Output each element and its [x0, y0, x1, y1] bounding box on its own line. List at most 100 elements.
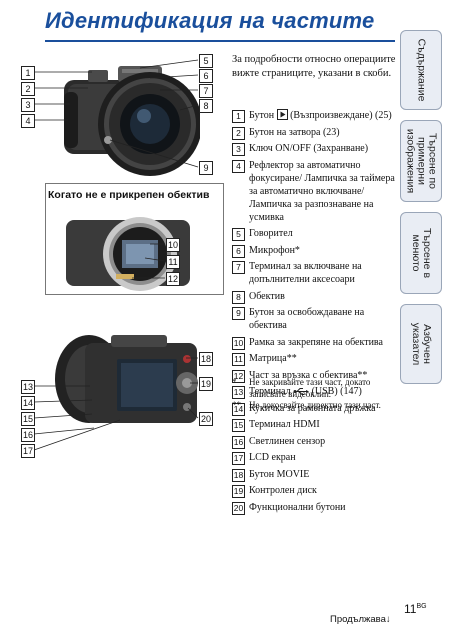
list-item: 14 Кукичка за раменната дръжка: [232, 402, 402, 416]
item-number: 6: [232, 244, 245, 258]
callout-9: 9: [199, 161, 213, 175]
item-text: Терминал HDMI: [249, 419, 320, 430]
callout-10: 10: [166, 238, 180, 252]
list-item: 4 Рефлектор за автоматично фокусиране/ Ла…: [232, 159, 402, 224]
usb-icon: [293, 388, 310, 395]
callout-2: 2: [21, 82, 35, 96]
item-number: 19: [232, 485, 245, 498]
list-item: 7 Терминал за включване на допълнителни а…: [232, 260, 402, 286]
item-text: Бутон за освобождаване на обектива: [249, 307, 365, 331]
callout-3: 3: [21, 98, 35, 112]
item-text: Микрофон*: [249, 244, 300, 256]
callout-8: 8: [199, 99, 213, 113]
footnotes: * Не закривайте тази част, докато записва…: [232, 377, 402, 412]
callout-19: 19: [199, 377, 213, 391]
item-text: Бутон: [249, 110, 275, 121]
item-text: Контролен диск: [249, 485, 317, 496]
footnote-text: Не закривайте тази част, докато записват…: [249, 377, 371, 399]
item-text: Кукичка за раменната дръжка: [249, 402, 376, 414]
footnote-text: Не докосвайте директно тази част.: [249, 400, 381, 410]
item-number: 3: [232, 143, 245, 156]
item-number: 18: [232, 468, 245, 482]
item-text: Бутон MOVIE: [249, 468, 310, 480]
tab-search-menu[interactable]: Търсене в менюто: [400, 212, 442, 294]
list-item: 11 Матрица**: [232, 352, 402, 366]
footnote: ** Не докосвайте директно тази част.: [232, 400, 402, 412]
continued-link[interactable]: Продължава↓: [330, 614, 391, 625]
item-text: Говорител: [249, 228, 293, 239]
continued-label: Продължава: [330, 614, 386, 625]
arrow-down-icon: ↓: [385, 614, 391, 625]
item-text: Рамка за закрепяне на обектива: [249, 336, 383, 348]
item-text: Рефлектор за автоматично фокусиране/ Лам…: [249, 159, 395, 223]
tab-contents[interactable]: Съдържание: [400, 30, 442, 110]
page-number: 11BG: [404, 602, 427, 616]
list-item: 5 Говорител: [232, 227, 402, 241]
list-item: 17 LCD екран: [232, 451, 402, 465]
list-item: 12 Част за връзка с обектива**: [232, 369, 402, 383]
callout-20: 20: [199, 412, 213, 426]
no-lens-caption: Когато не е прикрепен обектив: [48, 189, 210, 201]
play-icon: [276, 109, 288, 120]
item-text: Матрица**: [249, 353, 297, 364]
callout-16: 16: [21, 428, 35, 442]
callout-11: 11: [166, 255, 180, 269]
item-number: 4: [232, 159, 245, 173]
list-item: 15 Терминал HDMI: [232, 418, 402, 432]
list-item: 2 Бутон на затвора (23): [232, 126, 402, 140]
parts-list: 1 Бутон (Възпроизвеждане) (25) 2 Бутон на …: [232, 109, 402, 517]
callout-4: 4: [21, 114, 35, 128]
item-number: 7: [232, 261, 245, 274]
callout-6: 6: [199, 69, 213, 83]
tab-search-by-image[interactable]: Търсене по примерни изображения: [400, 120, 442, 202]
title-rule: [45, 40, 395, 42]
item-number: 11: [232, 353, 245, 366]
item-number: 20: [232, 501, 245, 515]
list-item: 1 Бутон (Възпроизвеждане) (25): [232, 109, 402, 123]
item-text-suffix: (USB) (147): [311, 386, 362, 397]
list-item: 9 Бутон за освобождаване на обектива: [232, 306, 402, 332]
callout-15: 15: [21, 412, 35, 426]
list-item: 18 Бутон MOVIE: [232, 468, 402, 482]
item-number: 14: [232, 402, 245, 416]
footnote-mark: *: [232, 377, 237, 387]
no-lens-frame: [45, 183, 224, 295]
item-number: 10: [232, 336, 245, 350]
camera-front-image: [64, 66, 200, 176]
callout-17: 17: [21, 444, 35, 458]
item-text: Част за връзка с обектива**: [249, 369, 368, 381]
item-number: 8: [232, 290, 245, 304]
item-number: 12: [232, 369, 245, 383]
item-number: 13: [232, 386, 245, 399]
lens-mount-image: [66, 217, 190, 291]
item-text: Терминал: [249, 386, 291, 397]
list-item: 13 Терминал (USB) (147): [232, 385, 402, 399]
callout-18: 18: [199, 352, 213, 366]
callout-5: 5: [199, 54, 213, 68]
callout-7: 7: [199, 84, 213, 98]
footnote: * Не закривайте тази част, докато записва…: [232, 377, 402, 400]
callout-1: 1: [21, 66, 35, 80]
item-number: 2: [232, 126, 245, 140]
callout-12: 12: [166, 272, 180, 286]
item-number: 1: [232, 110, 245, 123]
item-text: Терминал за включване на допълнителни ак…: [249, 261, 362, 285]
item-number: 9: [232, 307, 245, 320]
item-text: LCD екран: [249, 452, 296, 463]
item-number: 5: [232, 228, 245, 241]
page-number-value: 11: [404, 602, 417, 616]
tab-index[interactable]: Азбучен указател: [400, 304, 442, 384]
item-number: 15: [232, 419, 245, 432]
list-item: 19 Контролен диск: [232, 484, 402, 498]
page-number-suffix: BG: [416, 603, 427, 610]
item-number: 17: [232, 452, 245, 465]
item-number: 16: [232, 435, 245, 449]
footnote-mark: **: [232, 400, 241, 410]
item-text-suffix: (Възпроизвеждане) (25): [290, 110, 392, 121]
item-text: Бутон на затвора (23): [249, 126, 340, 138]
